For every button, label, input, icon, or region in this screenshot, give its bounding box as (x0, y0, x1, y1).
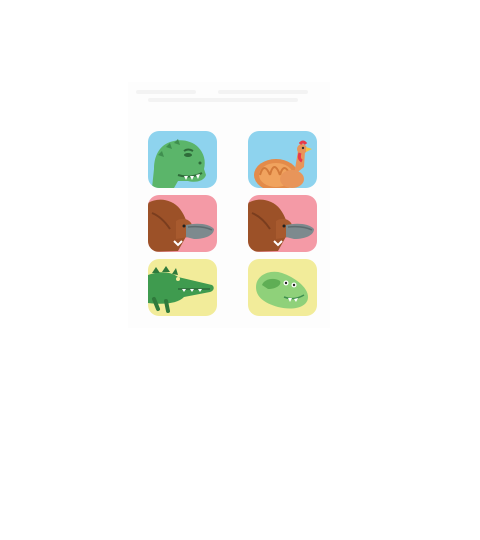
card-turkey[interactable] (248, 131, 317, 188)
card-crocodile[interactable] (148, 259, 217, 316)
platypus-icon (248, 199, 314, 252)
faint-text-line (148, 98, 298, 102)
crocodile-slipper-icon (256, 271, 308, 309)
card-platypus-1[interactable] (148, 195, 217, 252)
card-trex[interactable] (148, 131, 217, 188)
faint-text-line (136, 90, 196, 94)
t-rex-icon (152, 139, 206, 188)
platypus-icon (148, 199, 214, 252)
card-croc-slipper[interactable] (248, 259, 317, 316)
crocodile-icon (148, 266, 214, 313)
card-platypus-2[interactable] (248, 195, 317, 252)
turkey-icon (254, 140, 312, 188)
faint-text-line (218, 90, 308, 94)
